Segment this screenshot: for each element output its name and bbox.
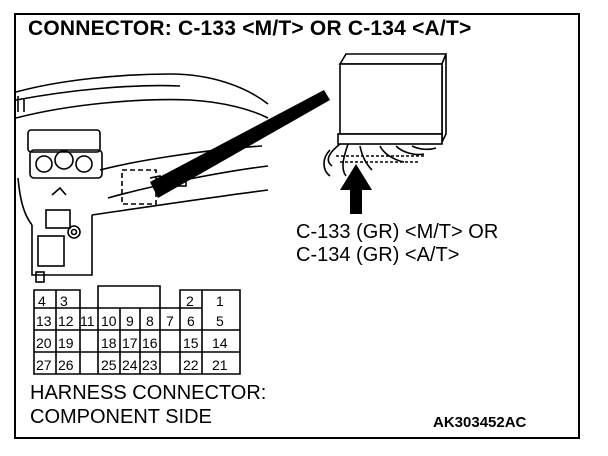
- pin-20: 20: [36, 335, 52, 351]
- connector-arrow: [340, 164, 372, 214]
- pin-21: 21: [212, 357, 228, 373]
- pin-11: 11: [80, 313, 95, 329]
- pinout-grid: [33, 285, 241, 375]
- pin-7: 7: [166, 313, 174, 329]
- diagram-frame: [14, 13, 580, 439]
- pin-1: 1: [216, 293, 224, 309]
- pin-24: 24: [122, 357, 138, 373]
- pin-15: 15: [183, 335, 199, 351]
- pin-14: 14: [212, 335, 228, 351]
- pin-22: 22: [183, 357, 199, 373]
- pin-5: 5: [216, 313, 224, 329]
- pin-3: 3: [60, 293, 68, 309]
- pin-26: 26: [58, 357, 74, 373]
- connector-label-line1: C-133 (GR) <M/T> OR: [296, 221, 499, 243]
- pin-12: 12: [58, 313, 74, 329]
- pin-9: 9: [126, 313, 134, 329]
- pin-8: 8: [146, 313, 154, 329]
- pin-2: 2: [186, 293, 194, 309]
- pin-27: 27: [36, 357, 52, 373]
- diagram-title: CONNECTOR: C-133 <M/T> OR C-134 <A/T>: [28, 17, 472, 40]
- pin-6: 6: [187, 313, 195, 329]
- callout-wedge: [150, 90, 330, 198]
- dashboard-drawing: [15, 73, 269, 283]
- pin-16: 16: [142, 335, 158, 351]
- harness-label-line2: COMPONENT SIDE: [30, 406, 212, 428]
- pin-19: 19: [58, 335, 74, 351]
- connector-label-line2: C-134 (GR) <A/T>: [296, 244, 460, 266]
- pin-18: 18: [101, 335, 117, 351]
- pin-23: 23: [142, 357, 158, 373]
- pin-13: 13: [36, 313, 52, 329]
- pin-4: 4: [38, 293, 46, 309]
- ecu-module-drawing: [323, 53, 448, 177]
- pin-17: 17: [122, 335, 138, 351]
- pin-25: 25: [101, 357, 117, 373]
- pin-10: 10: [101, 313, 117, 329]
- figure-code: AK303452AC: [433, 414, 527, 431]
- harness-label-line1: HARNESS CONNECTOR:: [30, 382, 267, 404]
